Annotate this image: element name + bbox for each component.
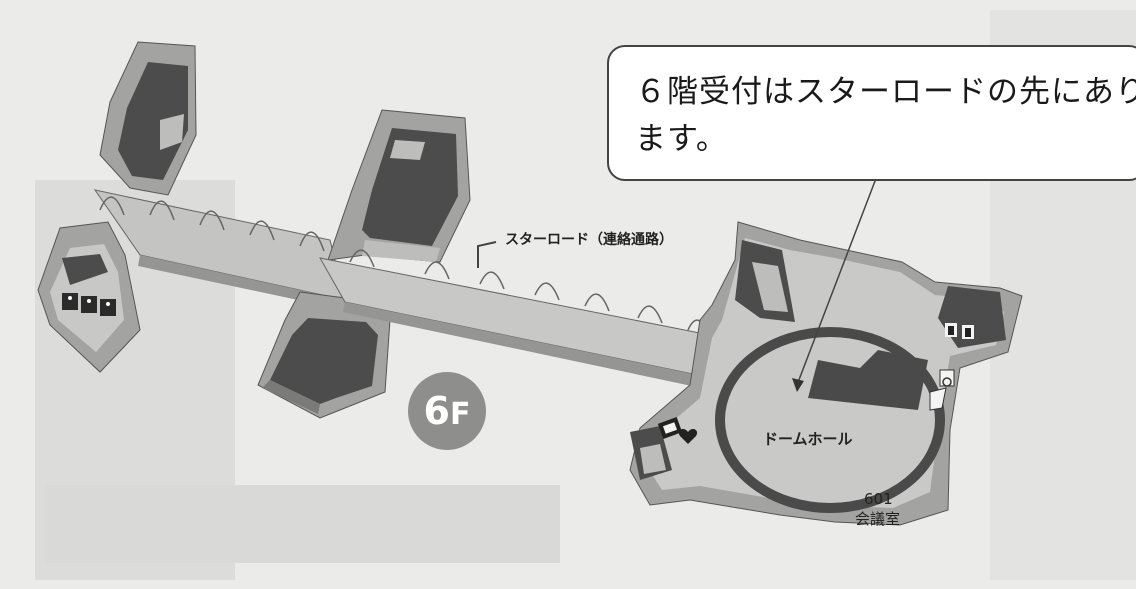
information-desk-icon: [657, 417, 683, 439]
background-panel-bottom: [45, 485, 560, 563]
star-road-label: スターロード（連絡通路）: [505, 232, 673, 248]
heart-icon: [678, 429, 698, 444]
callout-pointer-line: [796, 167, 881, 386]
callout-pointer-arrow: [792, 378, 804, 392]
floor-letter: F: [449, 397, 471, 432]
callout-line-1: ６階受付はスターロードの先にあり: [635, 74, 1136, 110]
room-601-name: 会議室: [855, 510, 901, 528]
restroom-icon: [62, 293, 116, 316]
floor-number: 6: [423, 389, 450, 433]
floor-badge: 6F: [408, 372, 486, 450]
wheelchair-icon: [929, 369, 955, 411]
callout-box: ６階受付はスターロードの先にあり ます。: [607, 45, 1136, 181]
stair-wing-north: [327, 109, 471, 263]
stair-wing-northwest: [99, 41, 197, 196]
elevator-icon: [945, 323, 974, 339]
room-601-number: 601: [864, 490, 893, 508]
dome-hall-ring: [715, 327, 945, 513]
dome-hall-building: [629, 221, 1023, 526]
restroom-wing-west: [37, 221, 141, 373]
corridor-west: [93, 189, 346, 310]
dome-hall-label: ドームホール: [763, 430, 853, 448]
callout-line-2: ます。: [635, 121, 728, 157]
stair-wing-south: [257, 291, 391, 419]
